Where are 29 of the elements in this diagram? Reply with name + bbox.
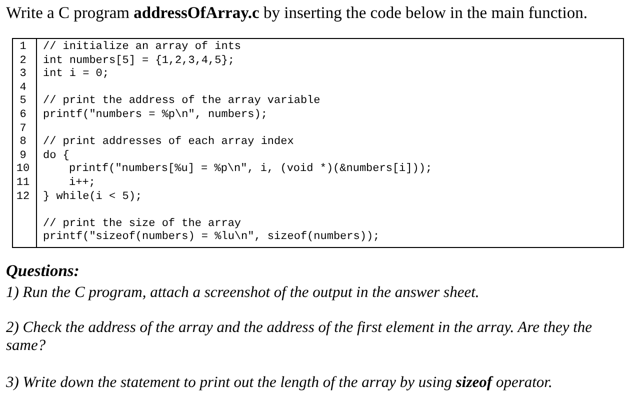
line-number: 5 (18, 95, 28, 108)
line-number: 4 (18, 82, 28, 95)
code-line: } while(i < 5); (43, 190, 142, 204)
question-text: 1) Run the C program, attach a screenshot of the output in the answer sheet. (6, 284, 480, 302)
line-number: 7 (18, 122, 28, 136)
line-number: 3 (18, 68, 28, 82)
code-line: // print addresses of each array index (43, 136, 294, 150)
line-number: 8 (18, 136, 28, 150)
code-line: int numbers[5] = {1,2,3,4,5}; (43, 54, 234, 68)
question-text: 3) Write down the statement to print out the length of the array by using sizeof operator. (6, 374, 554, 392)
line-number: 11 (15, 177, 31, 190)
questions-heading: Questions: (6, 262, 80, 280)
line-number: 1 (18, 41, 28, 54)
code-line: do { (43, 150, 70, 163)
code-line: // print the size of the array (43, 218, 242, 231)
line-number: 6 (18, 109, 28, 122)
line-number: 2 (18, 54, 28, 68)
line-number: 10 (15, 163, 31, 176)
code-line: // print the address of the array variable (43, 95, 320, 108)
instruction-text: Write a C program addressOfArray.c by inserting the code below in the main function. (6, 3, 588, 23)
code-line: // initialize an array of ints (43, 41, 242, 54)
code-line: i++; (69, 177, 96, 190)
line-number: 9 (18, 150, 28, 163)
code-line: printf("numbers[%u] = %p\n", i, (void *)(&numbers[i])); (69, 163, 432, 176)
code-line: printf("sizeof(numbers) = %lu\n", sizeof(numbers)); (43, 231, 380, 244)
code-line: printf("numbers = %p\n", numbers); (43, 109, 268, 122)
question-text: 2) Check the address of the array and the address of the first element in the array. Are they the same? (6, 319, 594, 355)
code-line: int i = 0; (43, 68, 110, 82)
line-number: 12 (15, 190, 31, 204)
